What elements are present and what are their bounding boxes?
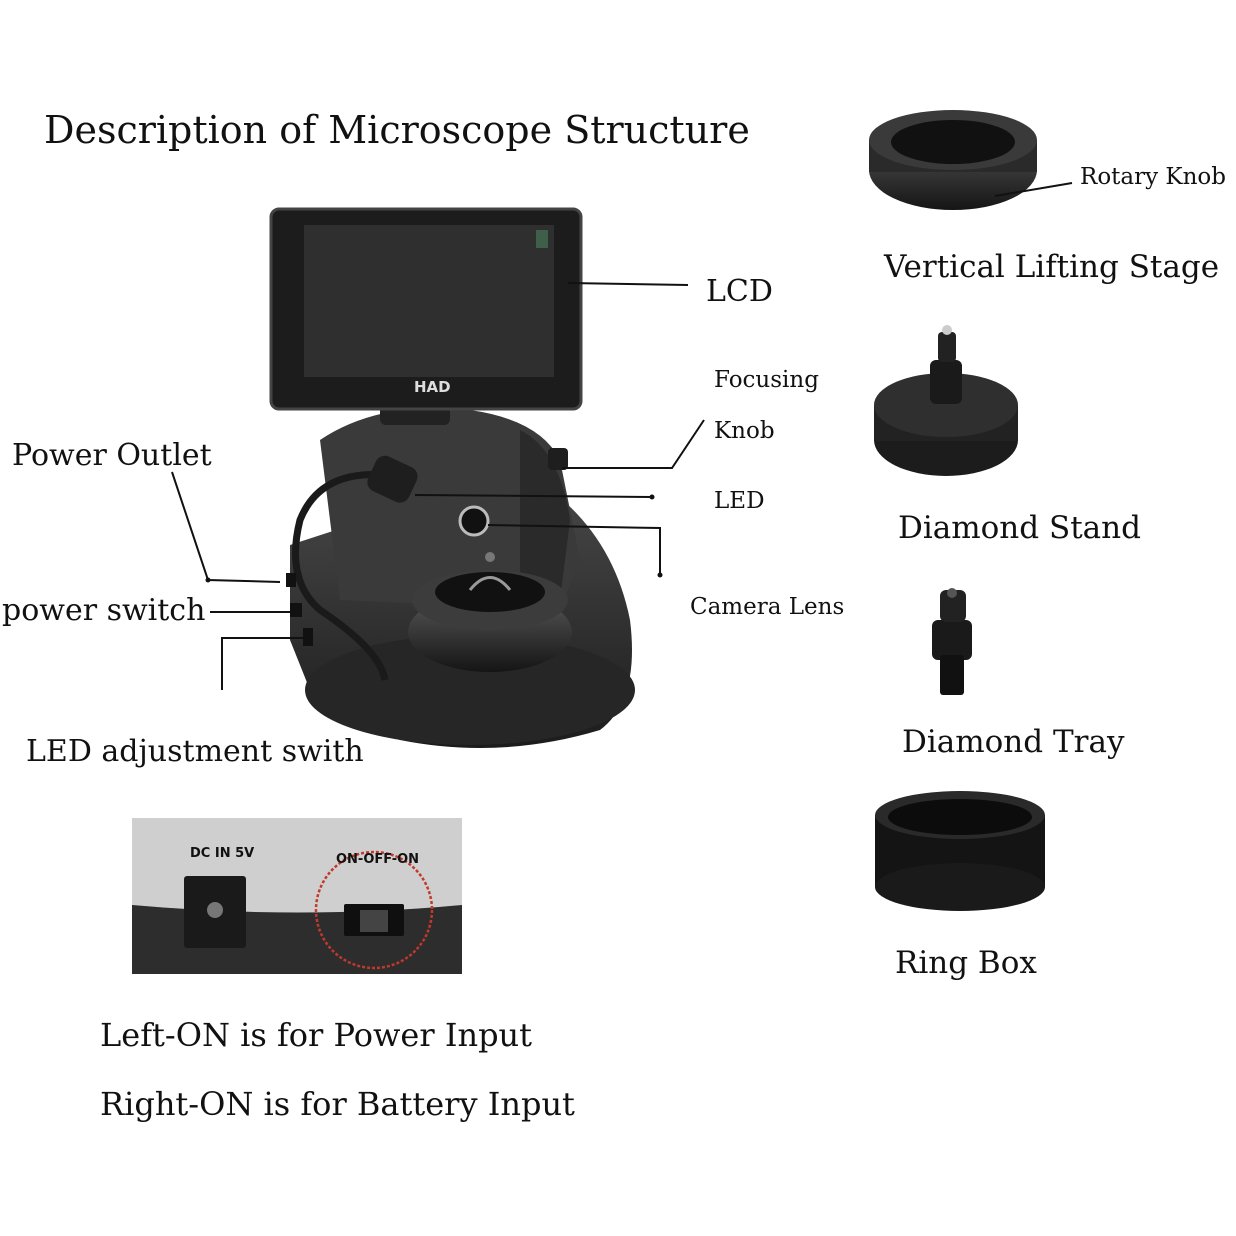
ring-box-image — [875, 791, 1045, 911]
camera-lens — [458, 505, 490, 537]
focusing-knob — [548, 448, 568, 470]
label-knob: Knob — [714, 418, 775, 444]
label-vertical-lifting-stage: Vertical Lifting Stage — [884, 249, 1220, 285]
label-led-adjustment: LED adjustment swith — [26, 734, 364, 769]
camera-lens-leader — [487, 524, 661, 575]
lcd-leader — [567, 282, 689, 286]
led-adjustment-leader — [221, 637, 305, 690]
label-lcd: LCD — [706, 274, 773, 309]
label-power-outlet: Power Outlet — [12, 438, 212, 473]
led-lamp — [367, 455, 418, 503]
dc-panel — [132, 818, 462, 974]
power-outlet-leader — [171, 471, 281, 583]
page-title: Description of Microscope Structure — [44, 108, 750, 152]
vertical-lifting-stage-image — [869, 110, 1037, 210]
rotary-knob-leader — [994, 182, 1073, 197]
led-gooseneck — [292, 471, 389, 681]
switch-marking: ON-OFF-ON — [336, 852, 420, 867]
led-leader — [414, 494, 653, 498]
label-ring-box: Ring Box — [895, 945, 1037, 981]
screen-brand: HAD — [414, 378, 451, 396]
label-led: LED — [714, 488, 765, 514]
focusing-knob-leader — [562, 419, 705, 469]
label-focusing: Focusing — [714, 367, 819, 393]
dc-in-marking: DC IN 5V — [190, 846, 255, 861]
label-diamond-tray: Diamond Tray — [902, 724, 1125, 760]
label-power-switch: power switch — [2, 593, 206, 628]
label-diamond-stand: Diamond Stand — [898, 510, 1141, 546]
diamond-tray-image — [932, 588, 972, 695]
label-camera-lens: Camera Lens — [690, 594, 845, 620]
microscope-device — [269, 207, 635, 748]
note-right-on: Right-ON is for Battery Input — [100, 1085, 575, 1123]
diamond-stand-image — [874, 325, 1018, 476]
switch-highlight-circle — [314, 850, 434, 970]
note-left-on: Left-ON is for Power Input — [100, 1016, 533, 1054]
label-rotary-knob: Rotary Knob — [1080, 164, 1226, 190]
